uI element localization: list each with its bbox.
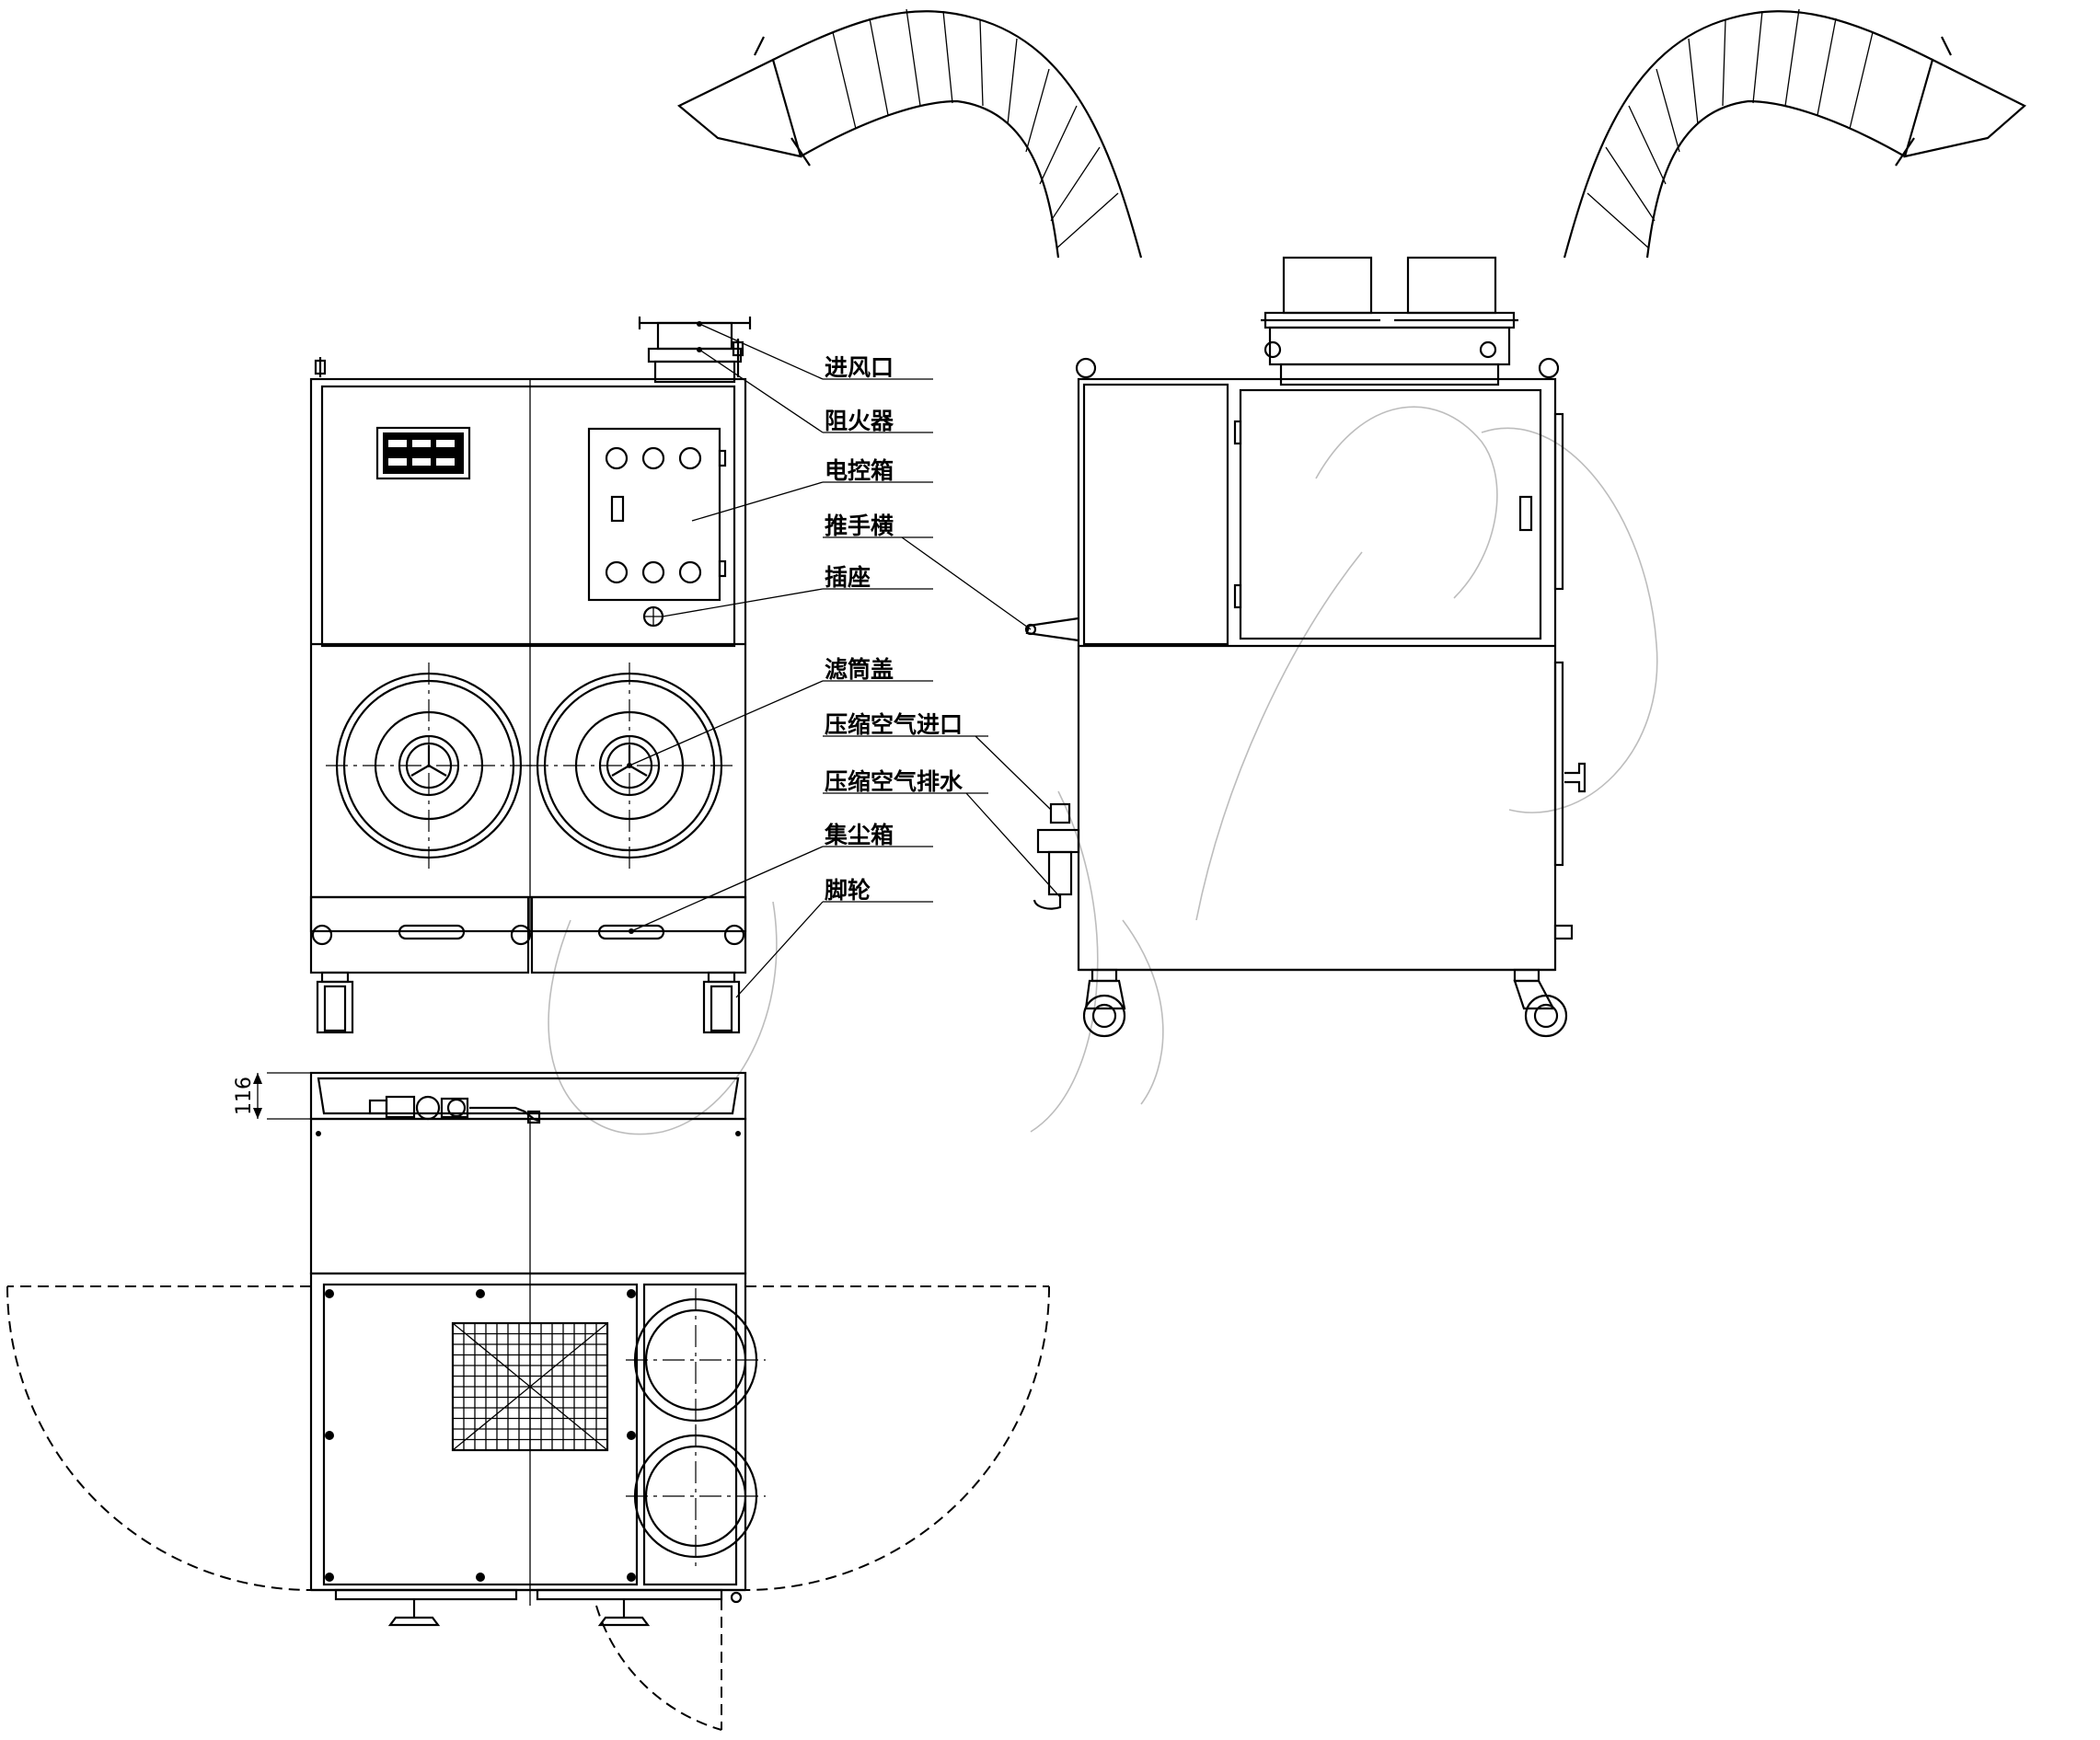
dimension-116: 116 [233,1077,256,1115]
top-view: 116 [6,1071,1050,1731]
watermark [548,406,1658,1135]
label-caster: 脚轮 [825,877,871,904]
label-dust-box: 集尘箱 [824,822,894,848]
label-control-box: 电控箱 [825,457,894,484]
label-filter-cover: 滤筒盖 [825,656,894,683]
label-push-handle: 推手横 [825,513,894,539]
label-flame-arrester: 阻火器 [825,408,894,434]
callout-labels: 进风口 阻火器 电控箱 推手横 插座 滤筒盖 压缩空气进口 压缩空气排水 集尘箱… [824,354,963,904]
label-air-inlet: 进风口 [825,354,894,381]
side-view [676,8,2026,1038]
label-compressed-air-inlet: 压缩空气进口 [825,711,963,738]
front-view [309,317,752,1034]
label-compressed-air-drain: 压缩空气排水 [825,768,963,795]
label-socket: 插座 [825,564,871,591]
leader-lines [627,321,1061,998]
